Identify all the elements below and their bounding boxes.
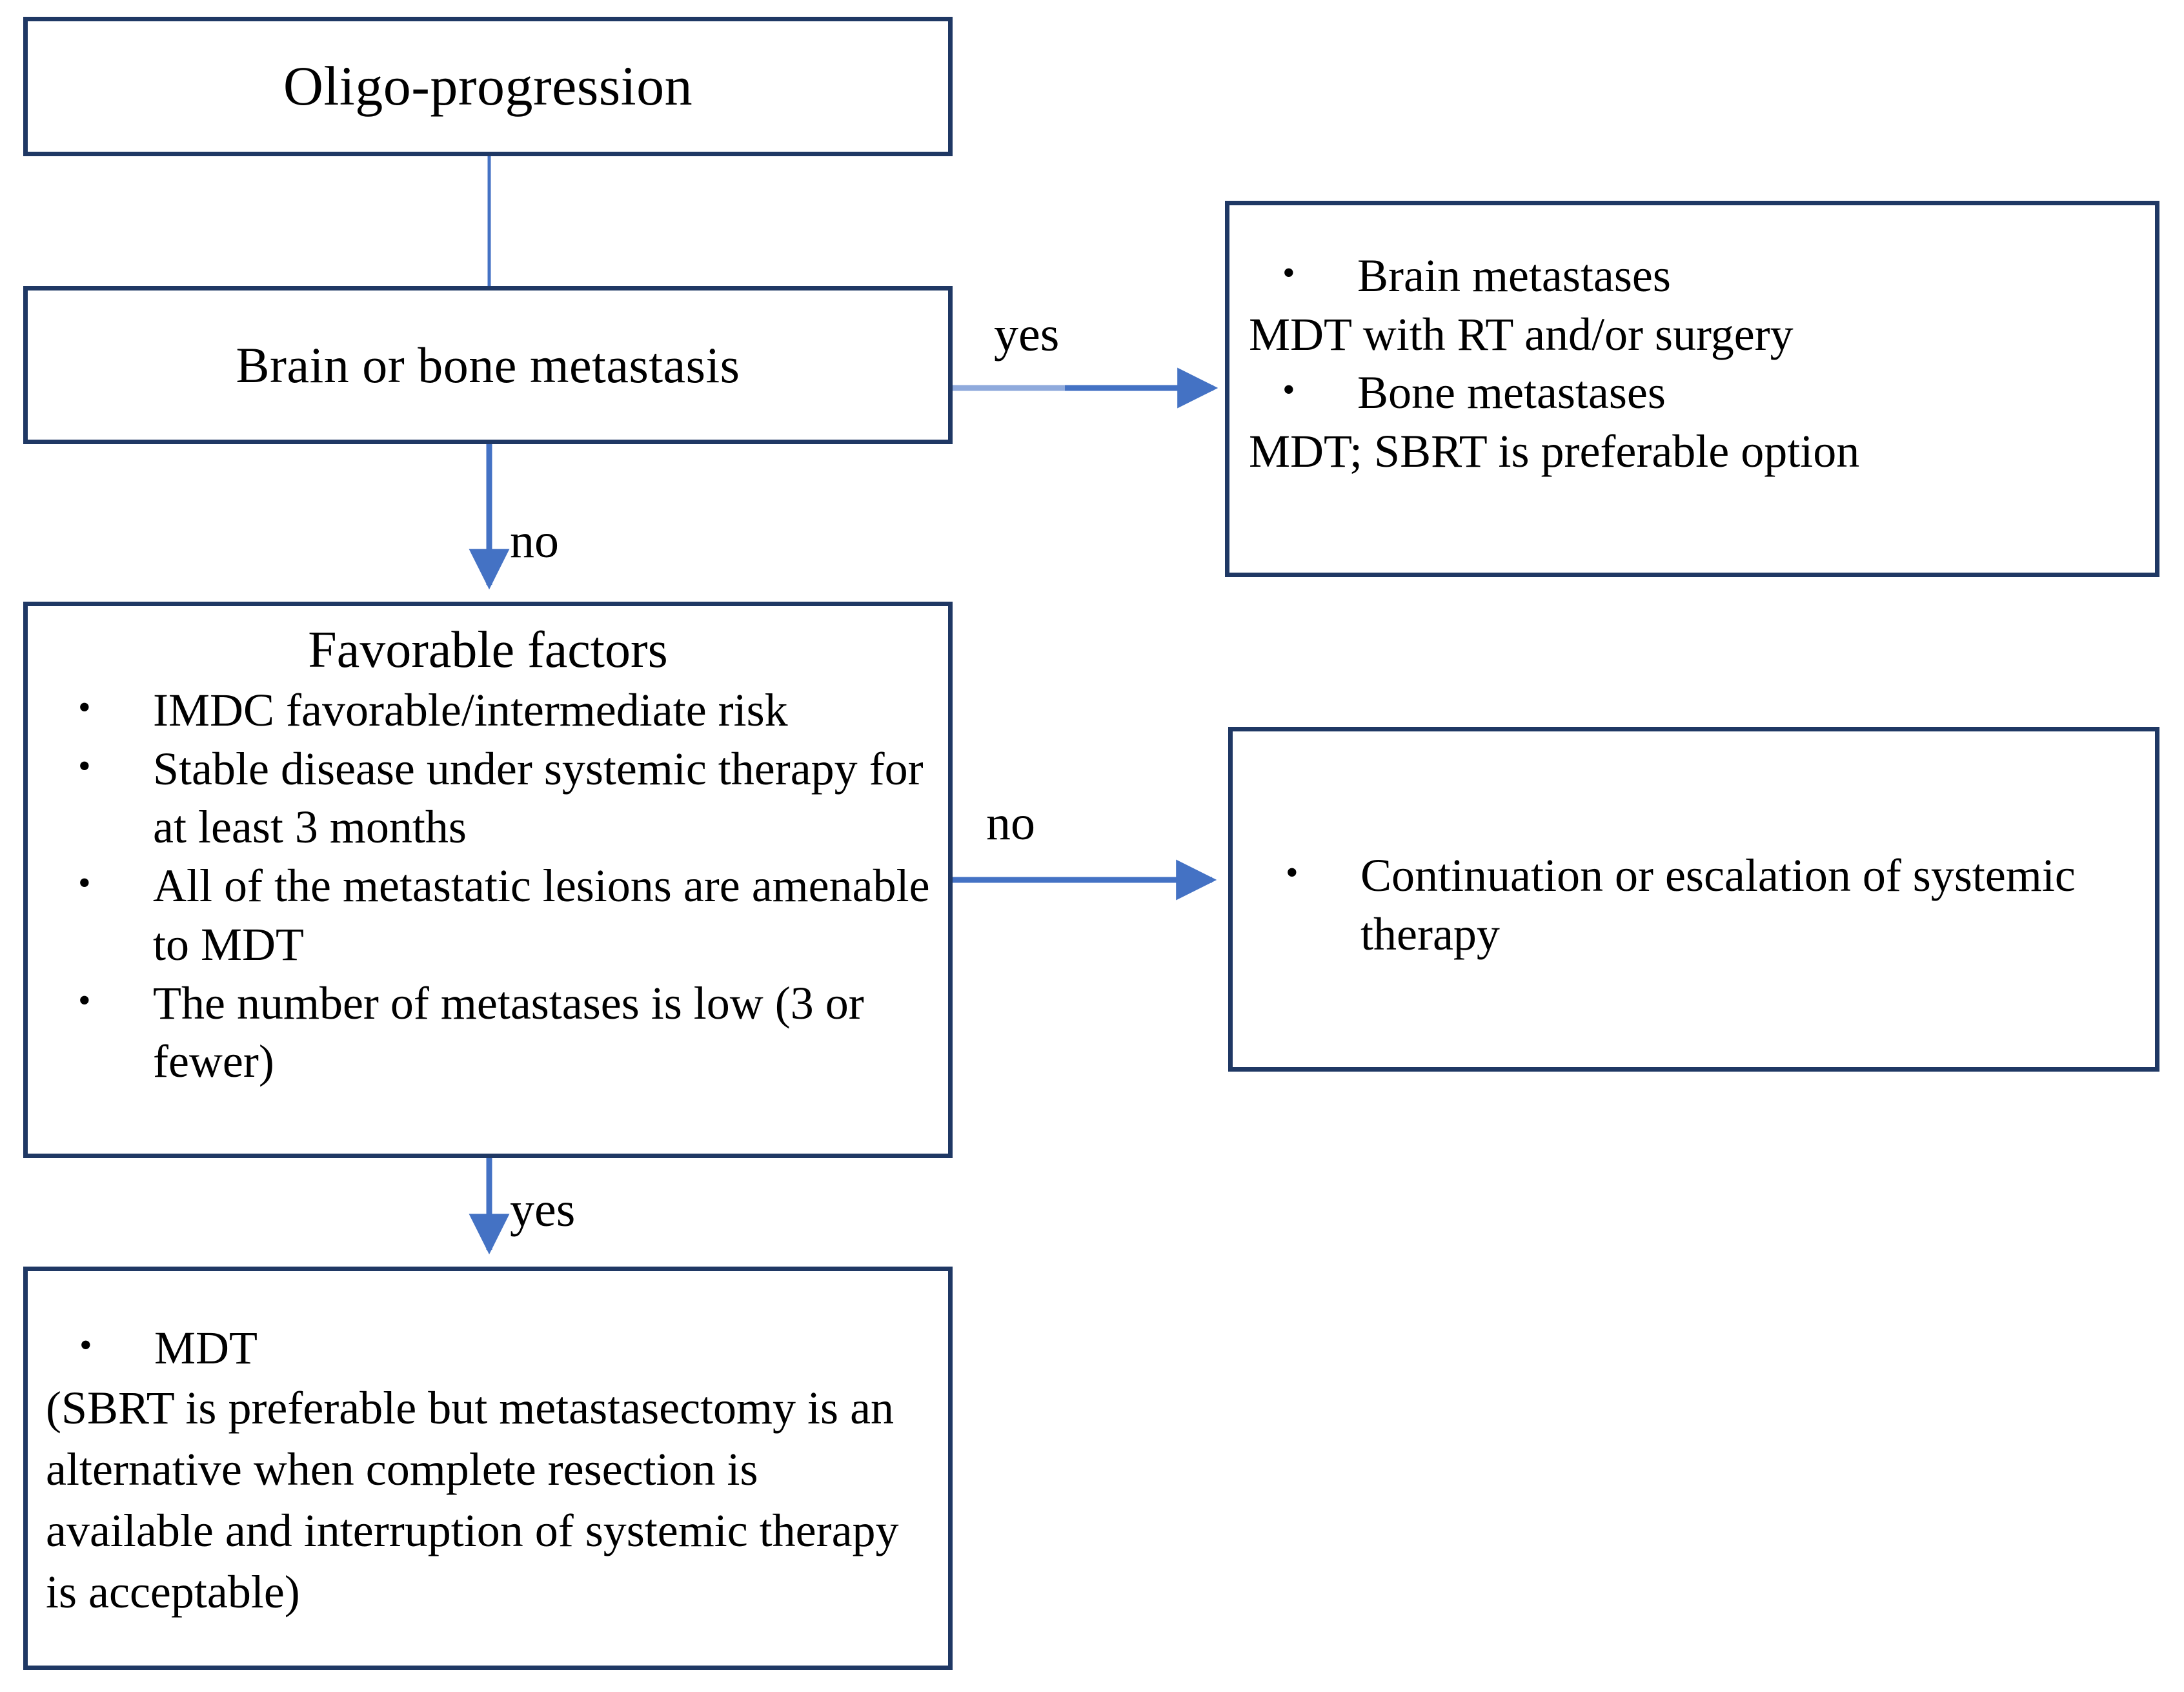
list-item: All of the metastatic lesions are amenab… — [45, 855, 931, 973]
edge-label-favorable-no: no — [986, 796, 1035, 850]
list-item: MDT with RT and/or surgery — [1249, 308, 1794, 360]
node-mdt-outcome[interactable]: MDT (SBRT is preferable but metastasecto… — [23, 1267, 953, 1670]
list-item: Stable disease under systemic therapy fo… — [45, 739, 931, 857]
node-mdt-outcome-body: MDT (SBRT is preferable but metastasecto… — [28, 1271, 948, 1623]
node-brain-or-bone-metastasis-label: Brain or bone metastasis — [236, 336, 740, 393]
mdt-outcome-note: (SBRT is preferable but metastasectomy i… — [46, 1381, 899, 1618]
list-item: The number of metastases is low (3 or fe… — [45, 973, 931, 1091]
node-continuation-escalation[interactable]: Continuation or escalation of systemic t… — [1228, 727, 2159, 1072]
edge-label-favorable-yes: yes — [510, 1183, 576, 1237]
list-item: Continuation or escalation of systemic t… — [1252, 845, 2116, 963]
list-item: Brain metastases — [1249, 245, 2136, 305]
node-brain-bone-treatment-body: Brain metastases MDT with RT and/or surg… — [1229, 205, 2155, 481]
node-brain-bone-treatment[interactable]: Brain metastases MDT with RT and/or surg… — [1225, 201, 2159, 577]
favorable-factors-list: IMDC favorable/intermediate risk Stable … — [45, 680, 931, 1091]
node-favorable-factors-body: Favorable factors IMDC favorable/interme… — [28, 623, 948, 1091]
node-brain-or-bone-metastasis-body: Brain or bone metastasis — [28, 290, 948, 440]
edge-label-brainbone-no: no — [510, 514, 559, 568]
node-continuation-escalation-body: Continuation or escalation of systemic t… — [1233, 731, 2155, 963]
list-item: Bone metastases — [1249, 362, 2136, 422]
node-oligo-progression-label: Oligo-progression — [283, 55, 693, 117]
node-oligo-progression[interactable]: Oligo-progression — [23, 17, 953, 156]
list-item: MDT; SBRT is preferable option — [1249, 425, 1860, 478]
list-item: IMDC favorable/intermediate risk — [45, 680, 931, 740]
node-favorable-factors[interactable]: Favorable factors IMDC favorable/interme… — [23, 602, 953, 1158]
node-brain-or-bone-metastasis[interactable]: Brain or bone metastasis — [23, 286, 953, 444]
list-item: MDT — [46, 1318, 930, 1378]
node-favorable-factors-heading: Favorable factors — [308, 622, 668, 678]
edge-label-brainbone-yes: yes — [994, 307, 1060, 362]
node-oligo-progression-body: Oligo-progression — [28, 21, 948, 152]
